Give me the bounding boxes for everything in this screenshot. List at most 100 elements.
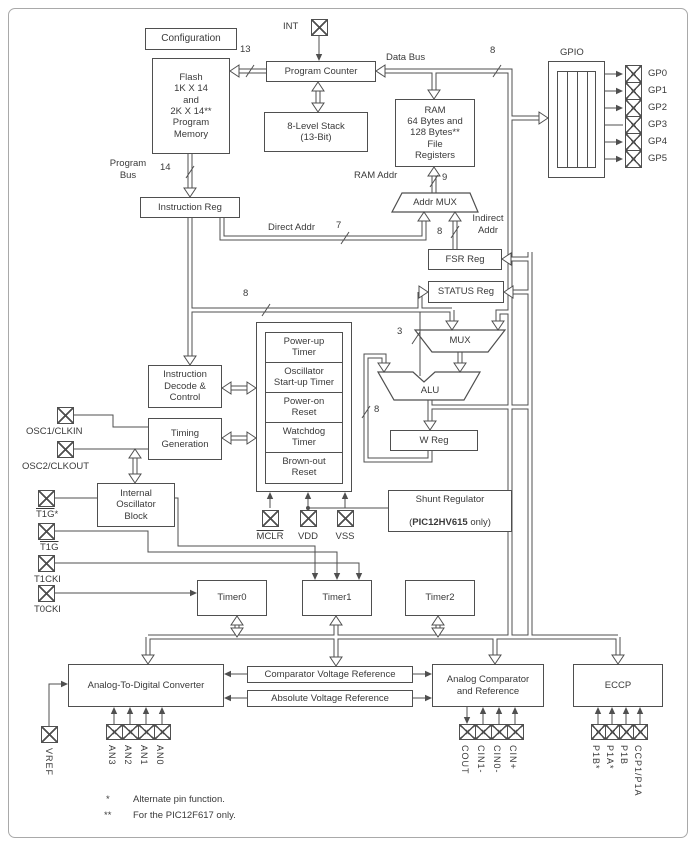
mclr-pin xyxy=(262,510,279,527)
p1a-alt-pin xyxy=(605,724,620,740)
shunt-regulator-text: Shunt Regulator (PIC12HV615 only) xyxy=(409,493,491,528)
timer1-block: Timer1 xyxy=(302,580,372,616)
power-on-reset-cell: Power-on Reset xyxy=(266,393,342,423)
cin0n-pin xyxy=(491,724,508,740)
t1g-pin-label: T1G xyxy=(40,542,59,553)
cout-pin-label: COUT xyxy=(460,745,470,775)
ram-addr-width: 9 xyxy=(442,172,448,183)
direct-addr-width: 7 xyxy=(336,220,342,231)
data-bus-width: 8 xyxy=(490,45,496,56)
gp1-pin-label: GP1 xyxy=(648,85,668,96)
an0-pin-label: AN0 xyxy=(155,745,165,766)
ccp1-p1a-pin-label: CCP1/P1A xyxy=(633,745,643,797)
footnote-star-mark: * xyxy=(106,794,110,805)
t1g-pin xyxy=(38,523,55,540)
gp0-pin-label: GP0 xyxy=(648,68,668,79)
gp4-pin-label: GP4 xyxy=(648,136,668,147)
osc1-pin-label: OSC1/CLKIN xyxy=(26,426,83,437)
an3-pin xyxy=(106,724,123,740)
p1b-alt-pin-label: P1B* xyxy=(591,745,601,770)
shunt-regulator-block: Shunt Regulator (PIC12HV615 only) xyxy=(388,490,512,532)
vref-pin-label: VREF xyxy=(44,748,54,777)
p1a-alt-pin-label: P1A* xyxy=(605,745,615,770)
cout-pin xyxy=(459,724,476,740)
gp5-pin xyxy=(625,150,642,168)
ccp1-p1a-pin xyxy=(633,724,648,740)
direct-addr-label: Direct Addr xyxy=(268,222,315,233)
status-reg-block: STATUS Reg xyxy=(428,281,504,303)
t1g-alt-pin xyxy=(38,490,55,507)
timer2-block: Timer2 xyxy=(405,580,475,616)
indirect-addr-label: Indirect Addr xyxy=(472,213,504,236)
int-pin xyxy=(311,19,328,36)
gpio-label: GPIO xyxy=(560,47,584,58)
p1b-alt-pin xyxy=(591,724,606,740)
gp4-pin xyxy=(625,133,642,151)
p1b-pin xyxy=(619,724,634,740)
gp0-pin xyxy=(625,65,642,83)
diagram-border xyxy=(8,8,688,838)
gp1-pin xyxy=(625,82,642,100)
cin1n-pin xyxy=(475,724,492,740)
gpio-divider xyxy=(577,72,578,167)
gpio-inner-block xyxy=(557,71,596,168)
ram-addr-label: RAM Addr xyxy=(354,170,398,181)
stack-block: 8-Level Stack (13-Bit) xyxy=(264,112,368,152)
gp3-pin-label: GP3 xyxy=(648,119,668,130)
timer0-block: Timer0 xyxy=(197,580,267,616)
vss-pin-label: VSS xyxy=(335,531,355,542)
reset-timers-block: Power-up Timer Oscillator Start-up Timer… xyxy=(265,332,343,484)
gp2-pin xyxy=(625,99,642,117)
instruction-reg-block: Instruction Reg xyxy=(140,197,240,218)
oscillator-startup-timer-cell: Oscillator Start-up Timer xyxy=(266,363,342,393)
fsr-reg-block: FSR Reg xyxy=(428,249,502,270)
power-up-timer-cell: Power-up Timer xyxy=(266,333,342,363)
alu-label: ALU xyxy=(420,384,440,396)
analog-comparator-block: Analog Comparator and Reference xyxy=(432,664,544,707)
configuration-block: Configuration xyxy=(145,28,237,50)
osc1-pin xyxy=(57,407,74,424)
timing-generation-block: Timing Generation xyxy=(148,418,222,460)
alu-bus-width: 8 xyxy=(374,404,380,415)
w-reg-block: W Reg xyxy=(390,430,478,451)
data-bus-label: Data Bus xyxy=(386,52,426,63)
comparator-voltage-reference-block: Comparator Voltage Reference xyxy=(247,666,413,683)
cinp-pin-label: CIN+ xyxy=(508,745,518,770)
cin0n-pin-label: CIN0- xyxy=(492,745,502,774)
internal-oscillator-block: Internal Oscillator Block xyxy=(97,483,175,527)
vss-pin xyxy=(337,510,354,527)
an1-pin xyxy=(138,724,155,740)
vdd-pin xyxy=(300,510,317,527)
gpio-divider xyxy=(587,72,588,167)
addr-mux-label: Addr MUX xyxy=(413,196,457,208)
mclr-pin-label: MCLR xyxy=(256,531,284,542)
footnote-dstar-text: For the PIC12F617 only. xyxy=(133,810,236,821)
an1-pin-label: AN1 xyxy=(139,745,149,766)
watchdog-timer-cell: Watchdog Timer xyxy=(266,423,342,453)
an3-pin-label: AN3 xyxy=(107,745,117,766)
gp3-pin xyxy=(625,116,642,134)
t1cki-pin xyxy=(38,555,55,572)
status-bus-width: 3 xyxy=(397,326,403,337)
program-counter-block: Program Counter xyxy=(266,61,376,82)
pc-bus-width: 13 xyxy=(240,44,251,55)
eccp-block: ECCP xyxy=(573,664,663,707)
instruction-decode-control-block: Instruction Decode & Control xyxy=(148,365,222,408)
cin1n-pin-label: CIN1- xyxy=(476,745,486,774)
brown-out-reset-cell: Brown-out Reset xyxy=(282,456,326,478)
flash-program-memory-block: Flash 1K X 14 and 2K X 14** Program Memo… xyxy=(152,58,230,154)
adc-block: Analog-To-Digital Converter xyxy=(68,664,224,707)
cinp-pin xyxy=(507,724,524,740)
ram-file-registers-block: RAM 64 Bytes and 128 Bytes** File Regist… xyxy=(395,99,475,167)
an2-pin xyxy=(122,724,139,740)
instr-bus-width: 8 xyxy=(243,288,249,299)
t1g-alt-pin-label: T1G* xyxy=(36,509,59,520)
gpio-divider xyxy=(567,72,568,167)
osc2-pin-label: OSC2/CLKOUT xyxy=(22,461,90,472)
program-bus-width: 14 xyxy=(160,162,171,173)
vdd-pin-label: VDD xyxy=(297,531,319,542)
mux-label: MUX xyxy=(449,334,471,346)
absolute-voltage-reference-block: Absolute Voltage Reference xyxy=(247,690,413,707)
program-bus-label: Program Bus xyxy=(109,158,147,181)
